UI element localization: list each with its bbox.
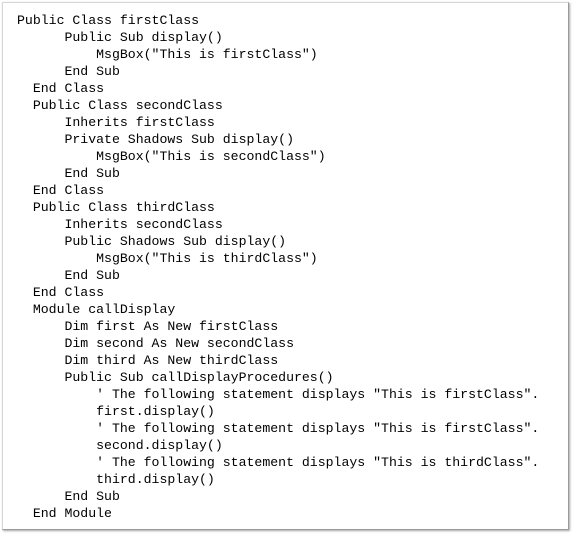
code-line: Public Class thirdClass: [17, 200, 215, 215]
code-line: End Sub: [17, 489, 120, 504]
code-line: Public Class firstClass: [17, 13, 200, 28]
code-line: Inherits secondClass: [17, 217, 223, 232]
code-line: End Class: [17, 183, 105, 198]
code-line: End Sub: [17, 64, 120, 79]
code-line: End Class: [17, 81, 105, 96]
code-line: Dim third As New thirdClass: [17, 353, 279, 368]
code-line: End Class: [17, 285, 105, 300]
code-line: Inherits firstClass: [17, 115, 215, 130]
code-frame: Public Class firstClass Public Sub displ…: [2, 2, 569, 530]
code-line: End Module: [17, 506, 112, 521]
code-line: ' The following statement displays "This…: [17, 455, 540, 470]
code-line: Public Shadows Sub display(): [17, 234, 287, 249]
code-line: MsgBox("This is secondClass"): [17, 149, 326, 164]
code-line: Module callDisplay: [17, 302, 176, 317]
code-line: Dim first As New firstClass: [17, 319, 279, 334]
code-line: Public Sub callDisplayProcedures(): [17, 370, 334, 385]
code-line: ' The following statement displays "This…: [17, 421, 540, 436]
code-line: MsgBox("This is firstClass"): [17, 47, 318, 62]
code-line: MsgBox("This is thirdClass"): [17, 251, 318, 266]
code-line: third.display(): [17, 472, 215, 487]
code-line: Public Sub display(): [17, 30, 223, 45]
code-line: Dim second As New secondClass: [17, 336, 294, 351]
code-line: End Sub: [17, 166, 120, 181]
code-block: Public Class firstClass Public Sub displ…: [17, 12, 539, 522]
code-line: second.display(): [17, 438, 223, 453]
code-line: Public Class secondClass: [17, 98, 223, 113]
code-line: End Sub: [17, 268, 120, 283]
code-line: ' The following statement displays "This…: [17, 387, 540, 402]
code-line: Private Shadows Sub display(): [17, 132, 294, 147]
code-line: first.display(): [17, 404, 215, 419]
